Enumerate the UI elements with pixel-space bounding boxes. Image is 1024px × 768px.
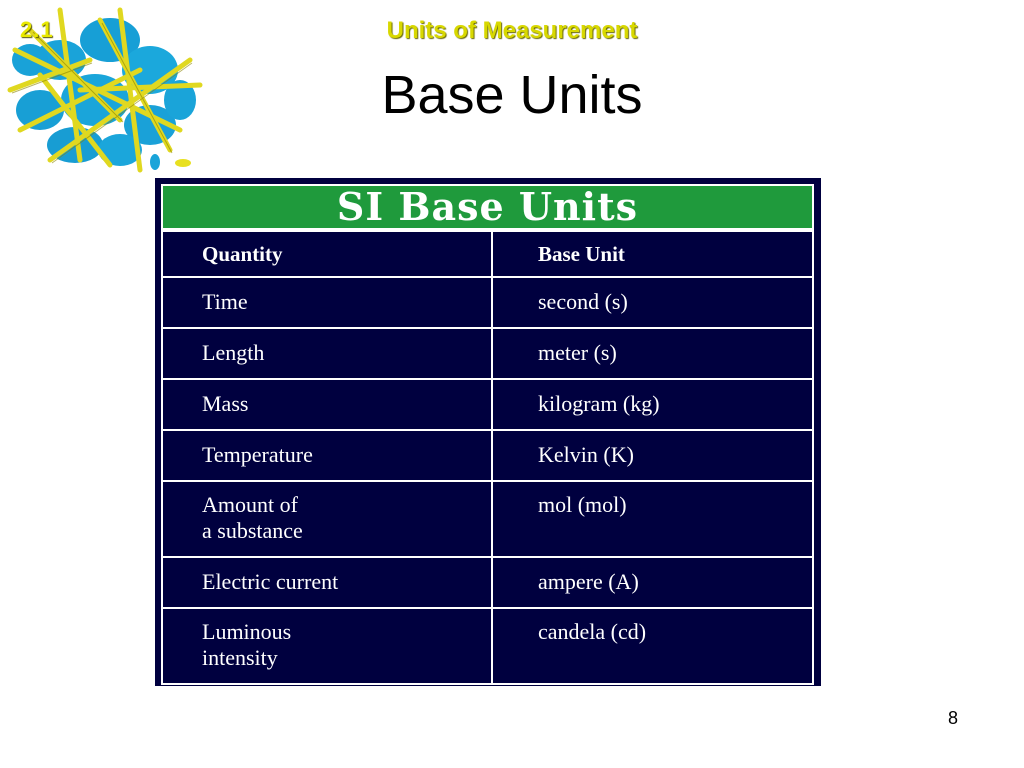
page-number: 8 xyxy=(948,708,959,728)
si-base-units-table: SI Base Units Quantity Base Unit Time se… xyxy=(155,178,821,686)
table-title: SI Base Units xyxy=(161,184,814,230)
molecule-logo-icon xyxy=(7,7,203,173)
unit-cell: ampere (A) xyxy=(491,556,814,609)
quantity-cell: Mass xyxy=(161,378,493,431)
section-number: 2.1 xyxy=(20,17,54,42)
quantity-cell: Length xyxy=(161,327,493,380)
table-row: Time second (s) xyxy=(161,276,814,329)
quantity-cell: Amount of a substance xyxy=(161,480,493,558)
quantity-cell: Time xyxy=(161,276,493,329)
unit-cell: kilogram (kg) xyxy=(491,378,814,431)
unit-cell: meter (s) xyxy=(491,327,814,380)
slide-title: Base Units xyxy=(381,65,643,125)
quantity-cell: Electric current xyxy=(161,556,493,609)
table-row: Amount of a substance mol (mol) xyxy=(161,480,814,558)
units-grid: Quantity Base Unit Time second (s) Lengt… xyxy=(161,230,814,685)
table-row: Luminous intensity candela (cd) xyxy=(161,607,814,685)
unit-cell: candela (cd) xyxy=(491,607,814,685)
table-row: Temperature Kelvin (K) xyxy=(161,429,814,482)
section-title: Units of Measurement xyxy=(386,17,638,44)
unit-cell: mol (mol) xyxy=(491,480,814,558)
table-row: Length meter (s) xyxy=(161,327,814,380)
quantity-cell: Temperature xyxy=(161,429,493,482)
quantity-cell: Luminous intensity xyxy=(161,607,493,685)
table-header-row: Quantity Base Unit xyxy=(161,230,814,278)
table-row: Mass kilogram (kg) xyxy=(161,378,814,431)
table-row: Electric current ampere (A) xyxy=(161,556,814,609)
column-header-base-unit: Base Unit xyxy=(491,230,814,278)
unit-cell: Kelvin (K) xyxy=(491,429,814,482)
unit-cell: second (s) xyxy=(491,276,814,329)
column-header-quantity: Quantity xyxy=(161,230,493,278)
